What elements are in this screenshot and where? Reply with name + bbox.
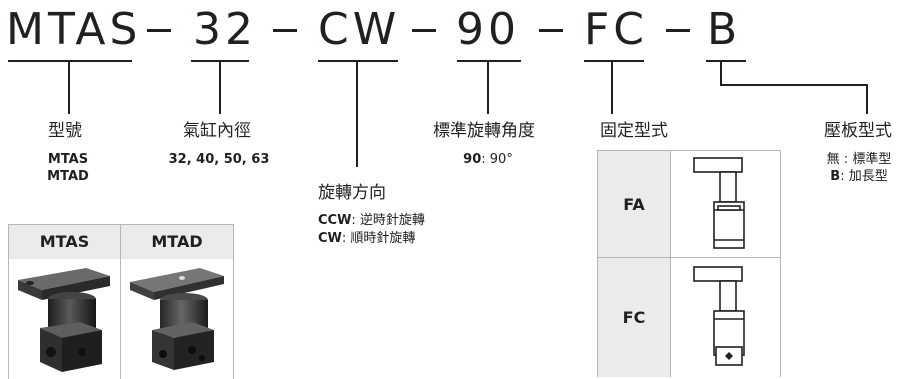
fa-mount-drawing (693, 157, 745, 249)
mount-option-fa: FA (597, 150, 671, 258)
mount-option-fc: FC (597, 257, 671, 377)
direction-cw-code: CW (318, 231, 342, 246)
direction-ccw-text: : 逆時針旋轉 (351, 213, 425, 228)
angle-label: 標準旋轉角度 (433, 121, 535, 141)
angle-code: 90 (463, 152, 482, 167)
direction-cw-text: : 順時針旋轉 (341, 231, 416, 246)
leader-plate-b (866, 84, 868, 114)
leader-mount (611, 61, 613, 114)
type-label: 型號 (48, 121, 82, 141)
code-part-mtas: MTAS (6, 4, 142, 55)
underline-type (8, 60, 132, 62)
direction-label: 旋轉方向 (318, 183, 386, 203)
code-dash (412, 29, 436, 32)
angle-text: : 90° (481, 152, 513, 167)
plate-extended-code: B (830, 169, 841, 184)
model-table-header-mtad: MTAD (120, 224, 234, 260)
leader-plate-a (720, 61, 722, 85)
plate-extended: B: 加長型 (810, 169, 908, 185)
plate-standard: 無 : 標準型 (826, 152, 892, 167)
direction-ccw: CCW: 逆時針旋轉 (318, 213, 425, 229)
direction-cw: CW: 順時針旋轉 (318, 231, 415, 247)
angle-value: 90: 90° (440, 152, 536, 168)
code-dash (147, 29, 171, 32)
code-part-direction: CW (318, 4, 401, 55)
bore-label: 氣缸內徑 (183, 121, 251, 141)
code-dash (666, 29, 690, 32)
type-option-mtas: MTAS (47, 152, 89, 167)
mount-label: 固定型式 (600, 121, 668, 141)
leader-bore (219, 61, 221, 114)
code-dash (273, 29, 297, 32)
model-table-header-mtas: MTAS (8, 224, 121, 260)
code-part-bore: 32 (193, 4, 257, 55)
code-part-mount: FC (584, 4, 649, 55)
code-part-angle: 90 (456, 4, 520, 55)
leader-plate-h (720, 84, 868, 86)
direction-ccw-code: CCW (318, 213, 352, 228)
mtas-clamp-photo (18, 268, 110, 372)
leader-type (68, 61, 70, 114)
fc-mount-drawing (693, 266, 745, 366)
underline-angle (457, 60, 521, 62)
leader-direction (356, 61, 358, 167)
underline-mount (584, 60, 644, 62)
plate-label: 壓板型式 (824, 121, 892, 141)
code-dash (539, 29, 563, 32)
underline-direction (318, 60, 398, 62)
mtad-clamp-photo (130, 268, 224, 370)
leader-angle (487, 61, 489, 114)
plate-extended-text: : 加長型 (840, 169, 888, 184)
underline-plate (706, 60, 746, 62)
bore-values: 32, 40, 50, 63 (168, 152, 270, 167)
type-option-mtad: MTAD (47, 169, 89, 184)
code-part-plate: B (707, 4, 742, 55)
